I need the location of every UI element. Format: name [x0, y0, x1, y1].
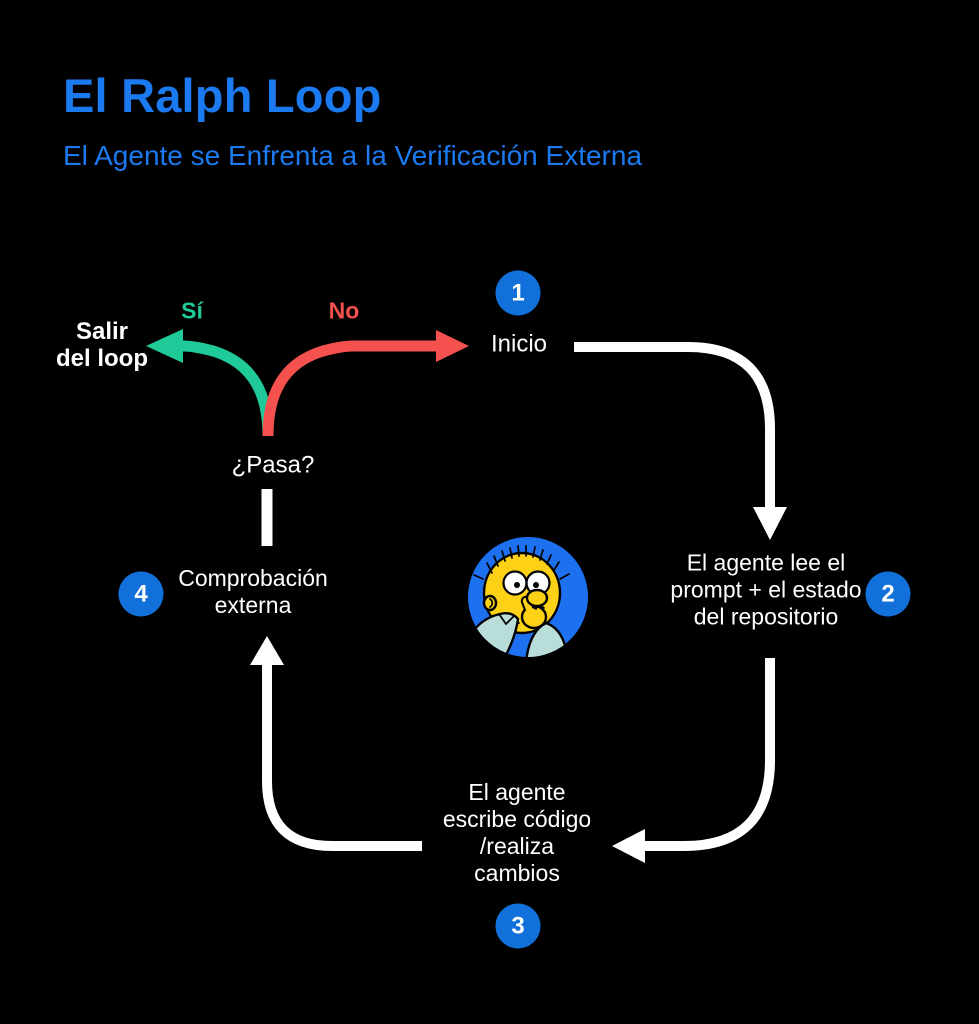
- decision-question: ¿Pasa?: [232, 452, 315, 479]
- ralph-pupil-right: [533, 582, 539, 588]
- arrow-step2-to-step3-head: [612, 829, 645, 863]
- label-step-2: El agente lee el prompt + el estado del …: [670, 550, 861, 631]
- label-step-2-line: prompt + el estado: [670, 576, 862, 603]
- ralph-nose: [525, 588, 549, 608]
- label-step-1: Inicio: [491, 331, 547, 358]
- label-step-1-line: Inicio: [490, 330, 548, 358]
- label-step-3-line: cambios: [474, 860, 560, 886]
- label-step-4: Comprobación externa: [178, 565, 328, 619]
- arrow-step3-to-step4-head: [250, 636, 284, 665]
- badge-step-2-number: 2: [881, 580, 895, 607]
- arrow-no-branch-head: [436, 330, 469, 362]
- yes-branch-label: Sí: [181, 298, 203, 325]
- ralph-ear-detail: [489, 598, 494, 608]
- label-step-4-line: externa: [214, 592, 292, 618]
- label-step-2-line: El agente lee el: [686, 549, 846, 576]
- arrow-no-branch: [262, 340, 437, 437]
- arrow-step1-to-step2-head: [753, 507, 787, 540]
- badge-step-4: 4: [118, 571, 164, 617]
- ralph-avatar: [468, 537, 588, 657]
- badge-step-2: 2: [865, 571, 911, 617]
- ralph-pupil-left: [514, 582, 520, 588]
- badge-step-3-number: 3: [511, 912, 525, 939]
- decision-question-text: ¿Pasa?: [231, 451, 315, 479]
- label-step-3-line: /realiza: [479, 833, 555, 859]
- arrow-step2-to-step3: [645, 658, 775, 851]
- arrow-step1-to-step2: [574, 342, 775, 507]
- badge-step-1: 1: [495, 270, 541, 316]
- label-step-2-line: del repositorio: [693, 603, 839, 630]
- ralph-hair: [473, 545, 570, 580]
- page-title: El Ralph Loop: [63, 69, 382, 122]
- exit-loop-line: del loop: [56, 345, 148, 372]
- arrow-yes-branch-head: [146, 329, 183, 363]
- yes-branch-text: Sí: [181, 297, 203, 324]
- label-step-3-line: escribe código: [442, 806, 592, 832]
- badge-step-4-number: 4: [134, 580, 148, 607]
- badge-step-3: 3: [495, 903, 541, 949]
- arrow-yes-branch: [182, 340, 274, 437]
- exit-loop-line: Salir: [75, 318, 129, 345]
- ralph-hand: [520, 604, 548, 630]
- label-step-3: El agente escribe código /realiza cambio…: [443, 779, 591, 887]
- badge-step-1-number: 1: [511, 279, 525, 306]
- no-branch-text: No: [328, 297, 360, 324]
- ralph-finger: [522, 597, 534, 615]
- no-branch-label: No: [329, 298, 360, 325]
- page-subtitle: El Agente se Enfrenta a la Verificación …: [63, 140, 643, 171]
- label-step-3-line: El agente: [468, 779, 566, 805]
- label-step-4-line: Comprobación: [178, 565, 328, 591]
- arrow-step3-to-step4: [262, 665, 422, 851]
- exit-loop-label: Salir del loop: [56, 318, 148, 372]
- ralph-ear: [482, 594, 498, 612]
- ralph-collar: [498, 613, 515, 626]
